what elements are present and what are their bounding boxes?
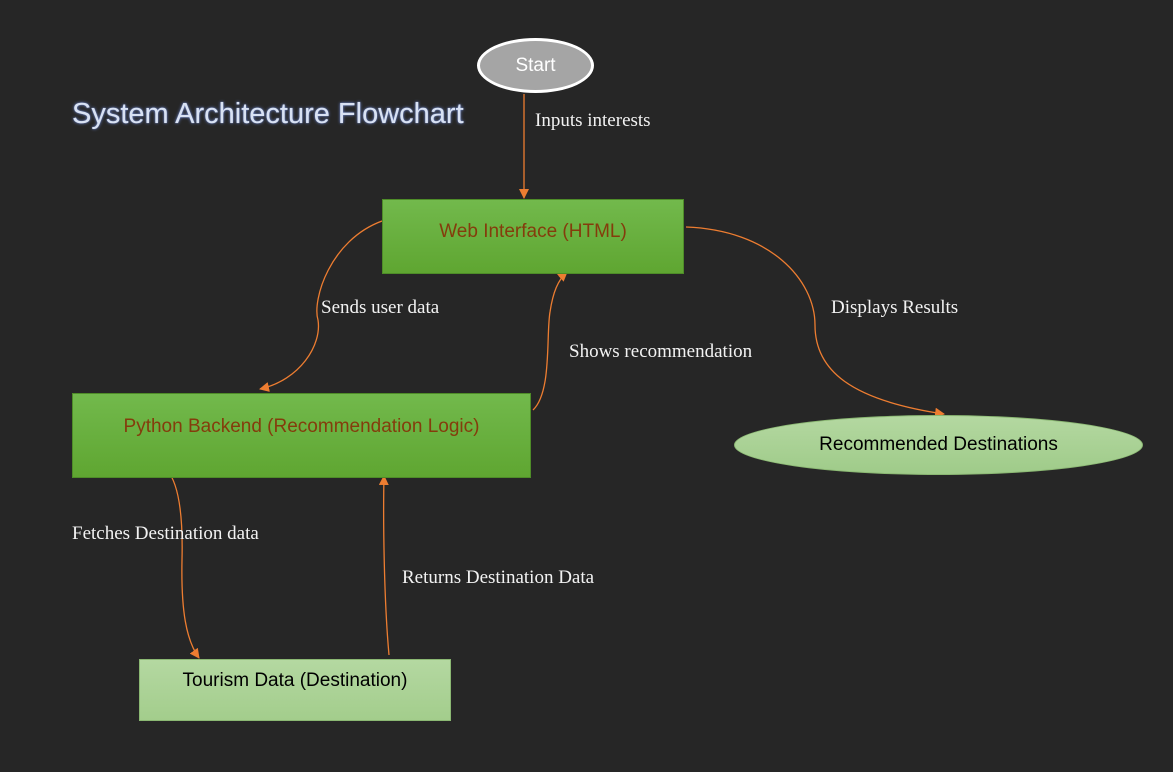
diagram-title: System Architecture Flowchart [72, 98, 464, 130]
tourism-data-label: Tourism Data (Destination) [182, 670, 408, 691]
edge-label-sends-user-data: Sends user data [321, 297, 440, 318]
edge-label-shows-recommendation: Shows recommendation [569, 341, 753, 362]
web-interface-label: Web Interface (HTML) [439, 220, 627, 242]
python-backend-label: Python Backend (Recommendation Logic) [123, 415, 480, 437]
edge-label-fetches-destination-data: Fetches Destination data [72, 523, 259, 544]
edge-label-displays-results: Displays Results [831, 297, 959, 318]
connector-web-to-python [259, 220, 383, 392]
connector-python-to-tourism [166, 469, 200, 659]
connector-tourism-to-python [378, 475, 390, 656]
start-node: Start [477, 38, 594, 93]
tourism-data-node: Tourism Data (Destination) [139, 659, 451, 721]
start-node-label: Start [515, 54, 556, 76]
connector-web-to-recommended [685, 226, 945, 418]
edge-label-returns-destination-data: Returns Destination Data [402, 567, 595, 588]
recommended-destinations-label: Recommended Destinations [819, 434, 1058, 455]
web-interface-node: Web Interface (HTML) [382, 199, 684, 274]
recommended-destinations-node: Recommended Destinations [734, 415, 1143, 475]
connector-python-to-web [532, 271, 568, 411]
python-backend-node: Python Backend (Recommendation Logic) [72, 393, 531, 478]
edge-label-inputs-interests: Inputs interests [535, 110, 651, 131]
